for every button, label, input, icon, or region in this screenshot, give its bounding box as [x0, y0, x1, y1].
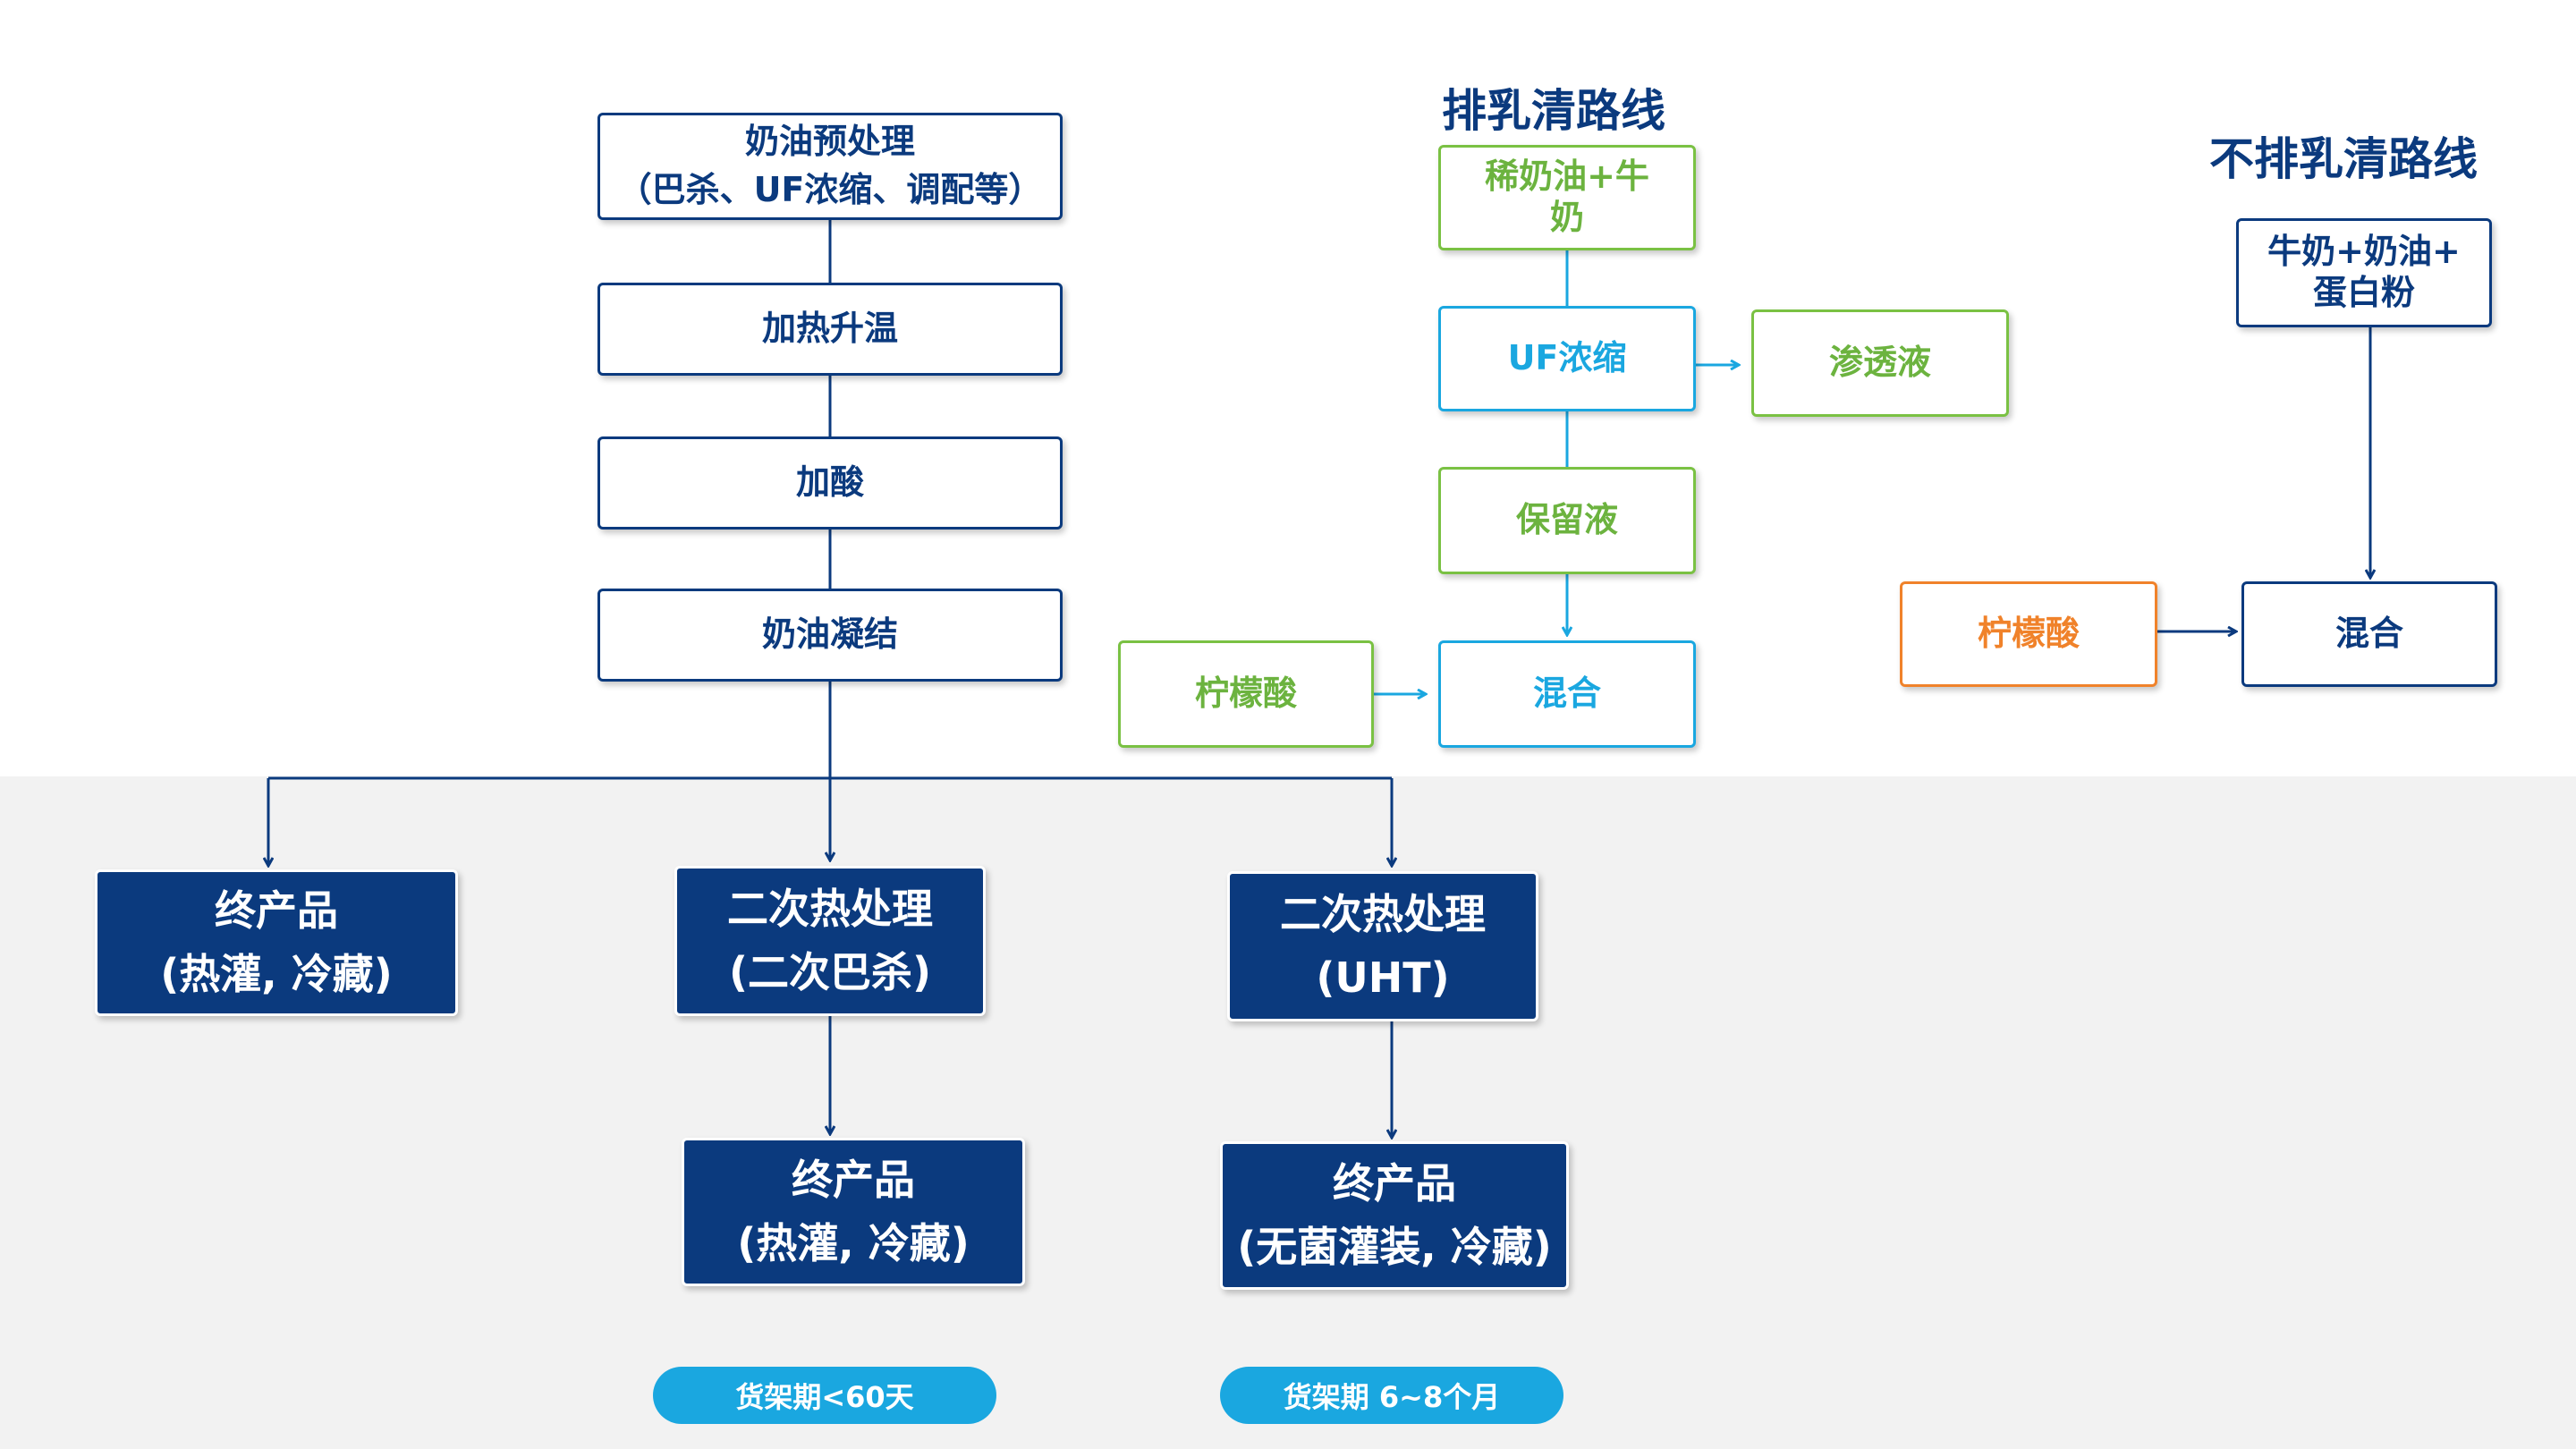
node-final-product-aseptic-line1: 终产品 — [1333, 1158, 1456, 1208]
node-second-heat-pasteur-line1: 二次热处理 — [727, 884, 933, 933]
heading-no-drain-whey-route: 不排乳清路线 — [2209, 133, 2478, 185]
node-final-product-hotfill: 终产品 (热灌, 冷藏) — [95, 869, 458, 1016]
node-second-heat-uht-line2: (UHT) — [1316, 953, 1450, 1002]
node-final-product-pasteur: 终产品 (热灌, 冷藏) — [682, 1138, 1025, 1286]
node-milk-cream-protein-line2: 蛋白粉 — [2312, 273, 2415, 312]
node-final-product-aseptic: 终产品 (无菌灌装, 冷藏) — [1220, 1141, 1569, 1290]
node-retentate: 保留液 — [1438, 467, 1696, 574]
node-mix-drain-label: 混合 — [1532, 674, 1601, 714]
node-acid-addition: 加酸 — [597, 436, 1063, 530]
node-citric-acid-drain: 柠檬酸 — [1118, 640, 1374, 748]
node-mix-nodrain: 混合 — [2241, 581, 2497, 687]
heading-drain-whey-route: 排乳清路线 — [1442, 85, 1665, 137]
node-mix-drain: 混合 — [1438, 640, 1696, 748]
badge-shelf-life-uht: 货架期 6~8个月 — [1220, 1367, 1563, 1424]
node-acid-addition-label: 加酸 — [795, 462, 864, 503]
node-second-heat-pasteur-line2: (二次巴杀) — [728, 948, 932, 996]
node-final-product-hotfill-line1: 终产品 — [215, 886, 338, 935]
node-cream-pretreatment-line1: 奶油预处理 — [744, 122, 915, 162]
node-cream-milk-line2: 奶 — [1549, 198, 1584, 237]
node-permeate-label: 渗透液 — [1828, 343, 1931, 383]
node-heating-label: 加热升温 — [761, 309, 898, 349]
node-retentate-label: 保留液 — [1515, 500, 1618, 540]
node-permeate: 渗透液 — [1751, 309, 2009, 417]
node-heating: 加热升温 — [597, 283, 1063, 376]
node-second-heat-uht-line1: 二次热处理 — [1280, 889, 1486, 938]
node-final-product-aseptic-line2: (无菌灌装, 冷藏) — [1237, 1223, 1552, 1271]
node-citric-acid-nodrain-label: 柠檬酸 — [1977, 614, 2080, 654]
node-milk-cream-protein: 牛奶+奶油+ 蛋白粉 — [2236, 218, 2492, 327]
node-final-product-hotfill-line2: (热灌, 冷藏) — [160, 950, 393, 998]
node-second-heat-uht: 二次热处理 (UHT) — [1227, 871, 1538, 1021]
node-cream-coagulation: 奶油凝结 — [597, 589, 1063, 682]
node-cream-milk: 稀奶油+牛 奶 — [1438, 145, 1696, 250]
node-milk-cream-protein-line1: 牛奶+奶油+ — [2267, 232, 2461, 272]
node-citric-acid-nodrain: 柠檬酸 — [1900, 581, 2157, 687]
node-citric-acid-drain-label: 柠檬酸 — [1194, 674, 1297, 714]
node-cream-pretreatment: 奶油预处理 （巴杀、UF浓缩、调配等） — [597, 113, 1063, 220]
node-cream-coagulation-label: 奶油凝结 — [761, 614, 898, 655]
node-uf-concentration: UF浓缩 — [1438, 306, 1696, 411]
badge-shelf-life-pasteur: 货架期<60天 — [653, 1367, 996, 1424]
node-cream-pretreatment-line2: （巴杀、UF浓缩、调配等） — [617, 170, 1043, 209]
node-second-heat-pasteur: 二次热处理 (二次巴杀) — [674, 866, 986, 1016]
node-uf-concentration-label: UF浓缩 — [1507, 338, 1627, 378]
node-final-product-pasteur-line1: 终产品 — [792, 1155, 915, 1204]
node-final-product-pasteur-line2: (热灌, 冷藏) — [737, 1219, 970, 1267]
node-mix-nodrain-label: 混合 — [2334, 614, 2403, 654]
node-cream-milk-line1: 稀奶油+牛 — [1485, 157, 1649, 197]
